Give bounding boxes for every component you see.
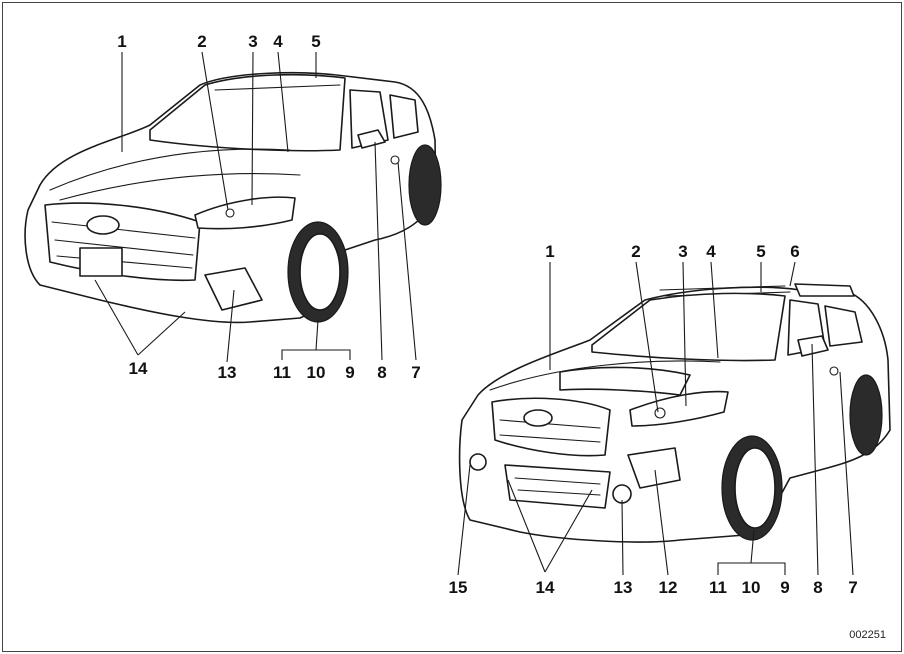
sedan-callout-8: 8 <box>377 363 386 382</box>
sedan-callout-7: 7 <box>411 363 420 382</box>
suv-callout-5: 5 <box>756 242 765 261</box>
suv-callout-7: 7 <box>848 578 857 597</box>
sedan-callout-3: 3 <box>248 32 257 51</box>
sedan-callout-14: 14 <box>129 359 148 378</box>
sedan-callout-2: 2 <box>197 32 206 51</box>
suv-callout-15: 15 <box>449 578 468 597</box>
suv-callout-2: 2 <box>631 242 640 261</box>
suv-callout-8: 8 <box>813 578 822 597</box>
suv-callout-14: 14 <box>536 578 555 597</box>
suv-callout-6: 6 <box>790 242 799 261</box>
suv-illustration <box>460 284 890 542</box>
figure-code: 002251 <box>849 629 886 641</box>
suv-callout-12: 12 <box>659 578 678 597</box>
sedan-callout-9: 9 <box>345 363 354 382</box>
sedan-callout-11: 11 <box>273 363 291 382</box>
suv-callout-3: 3 <box>678 242 687 261</box>
sedan-callout-10: 10 <box>307 363 326 382</box>
sedan-illustration <box>25 73 441 323</box>
suv-callout-4: 4 <box>706 242 716 261</box>
sedan-callout-5: 5 <box>311 32 320 51</box>
sedan-callout-13: 13 <box>218 363 237 382</box>
suv-callout-9: 9 <box>780 578 789 597</box>
suv-callout-10: 10 <box>742 578 761 597</box>
suv-callout-11: 11 <box>709 578 727 597</box>
suv-callout-13: 13 <box>614 578 633 597</box>
suv-callout-1: 1 <box>545 242 554 261</box>
sedan-callout-4: 4 <box>273 32 283 51</box>
sedan-callout-1: 1 <box>117 32 126 51</box>
